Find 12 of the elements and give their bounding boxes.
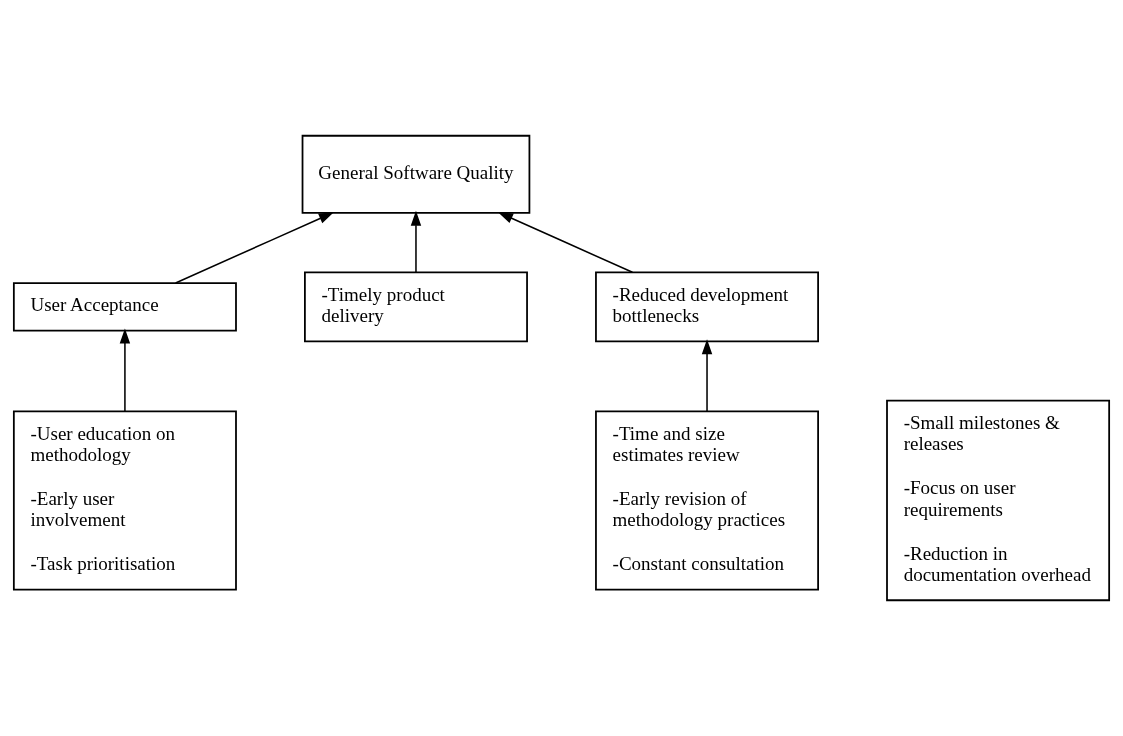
node-box: -Timely product delivery <box>304 271 528 343</box>
arrow <box>410 210 422 273</box>
node-box: General Software Quality <box>301 134 531 214</box>
arrow <box>174 212 334 284</box>
node-box: -Reduced development bottlenecks <box>595 271 819 343</box>
arrow <box>119 328 131 412</box>
node-box: -Time and size estimates review -Early revision of methodology practices -Constant consultation <box>595 410 819 591</box>
node-box: -User education on methodology -Early user involvement -Task prioritisation <box>12 410 237 591</box>
node-box: User Acceptance <box>12 282 237 332</box>
arrow <box>498 212 634 274</box>
arrow <box>701 339 713 412</box>
node-box: -Small milestones & releases -Focus on user requirements -Reduction in documentation overhead <box>886 399 1111 602</box>
